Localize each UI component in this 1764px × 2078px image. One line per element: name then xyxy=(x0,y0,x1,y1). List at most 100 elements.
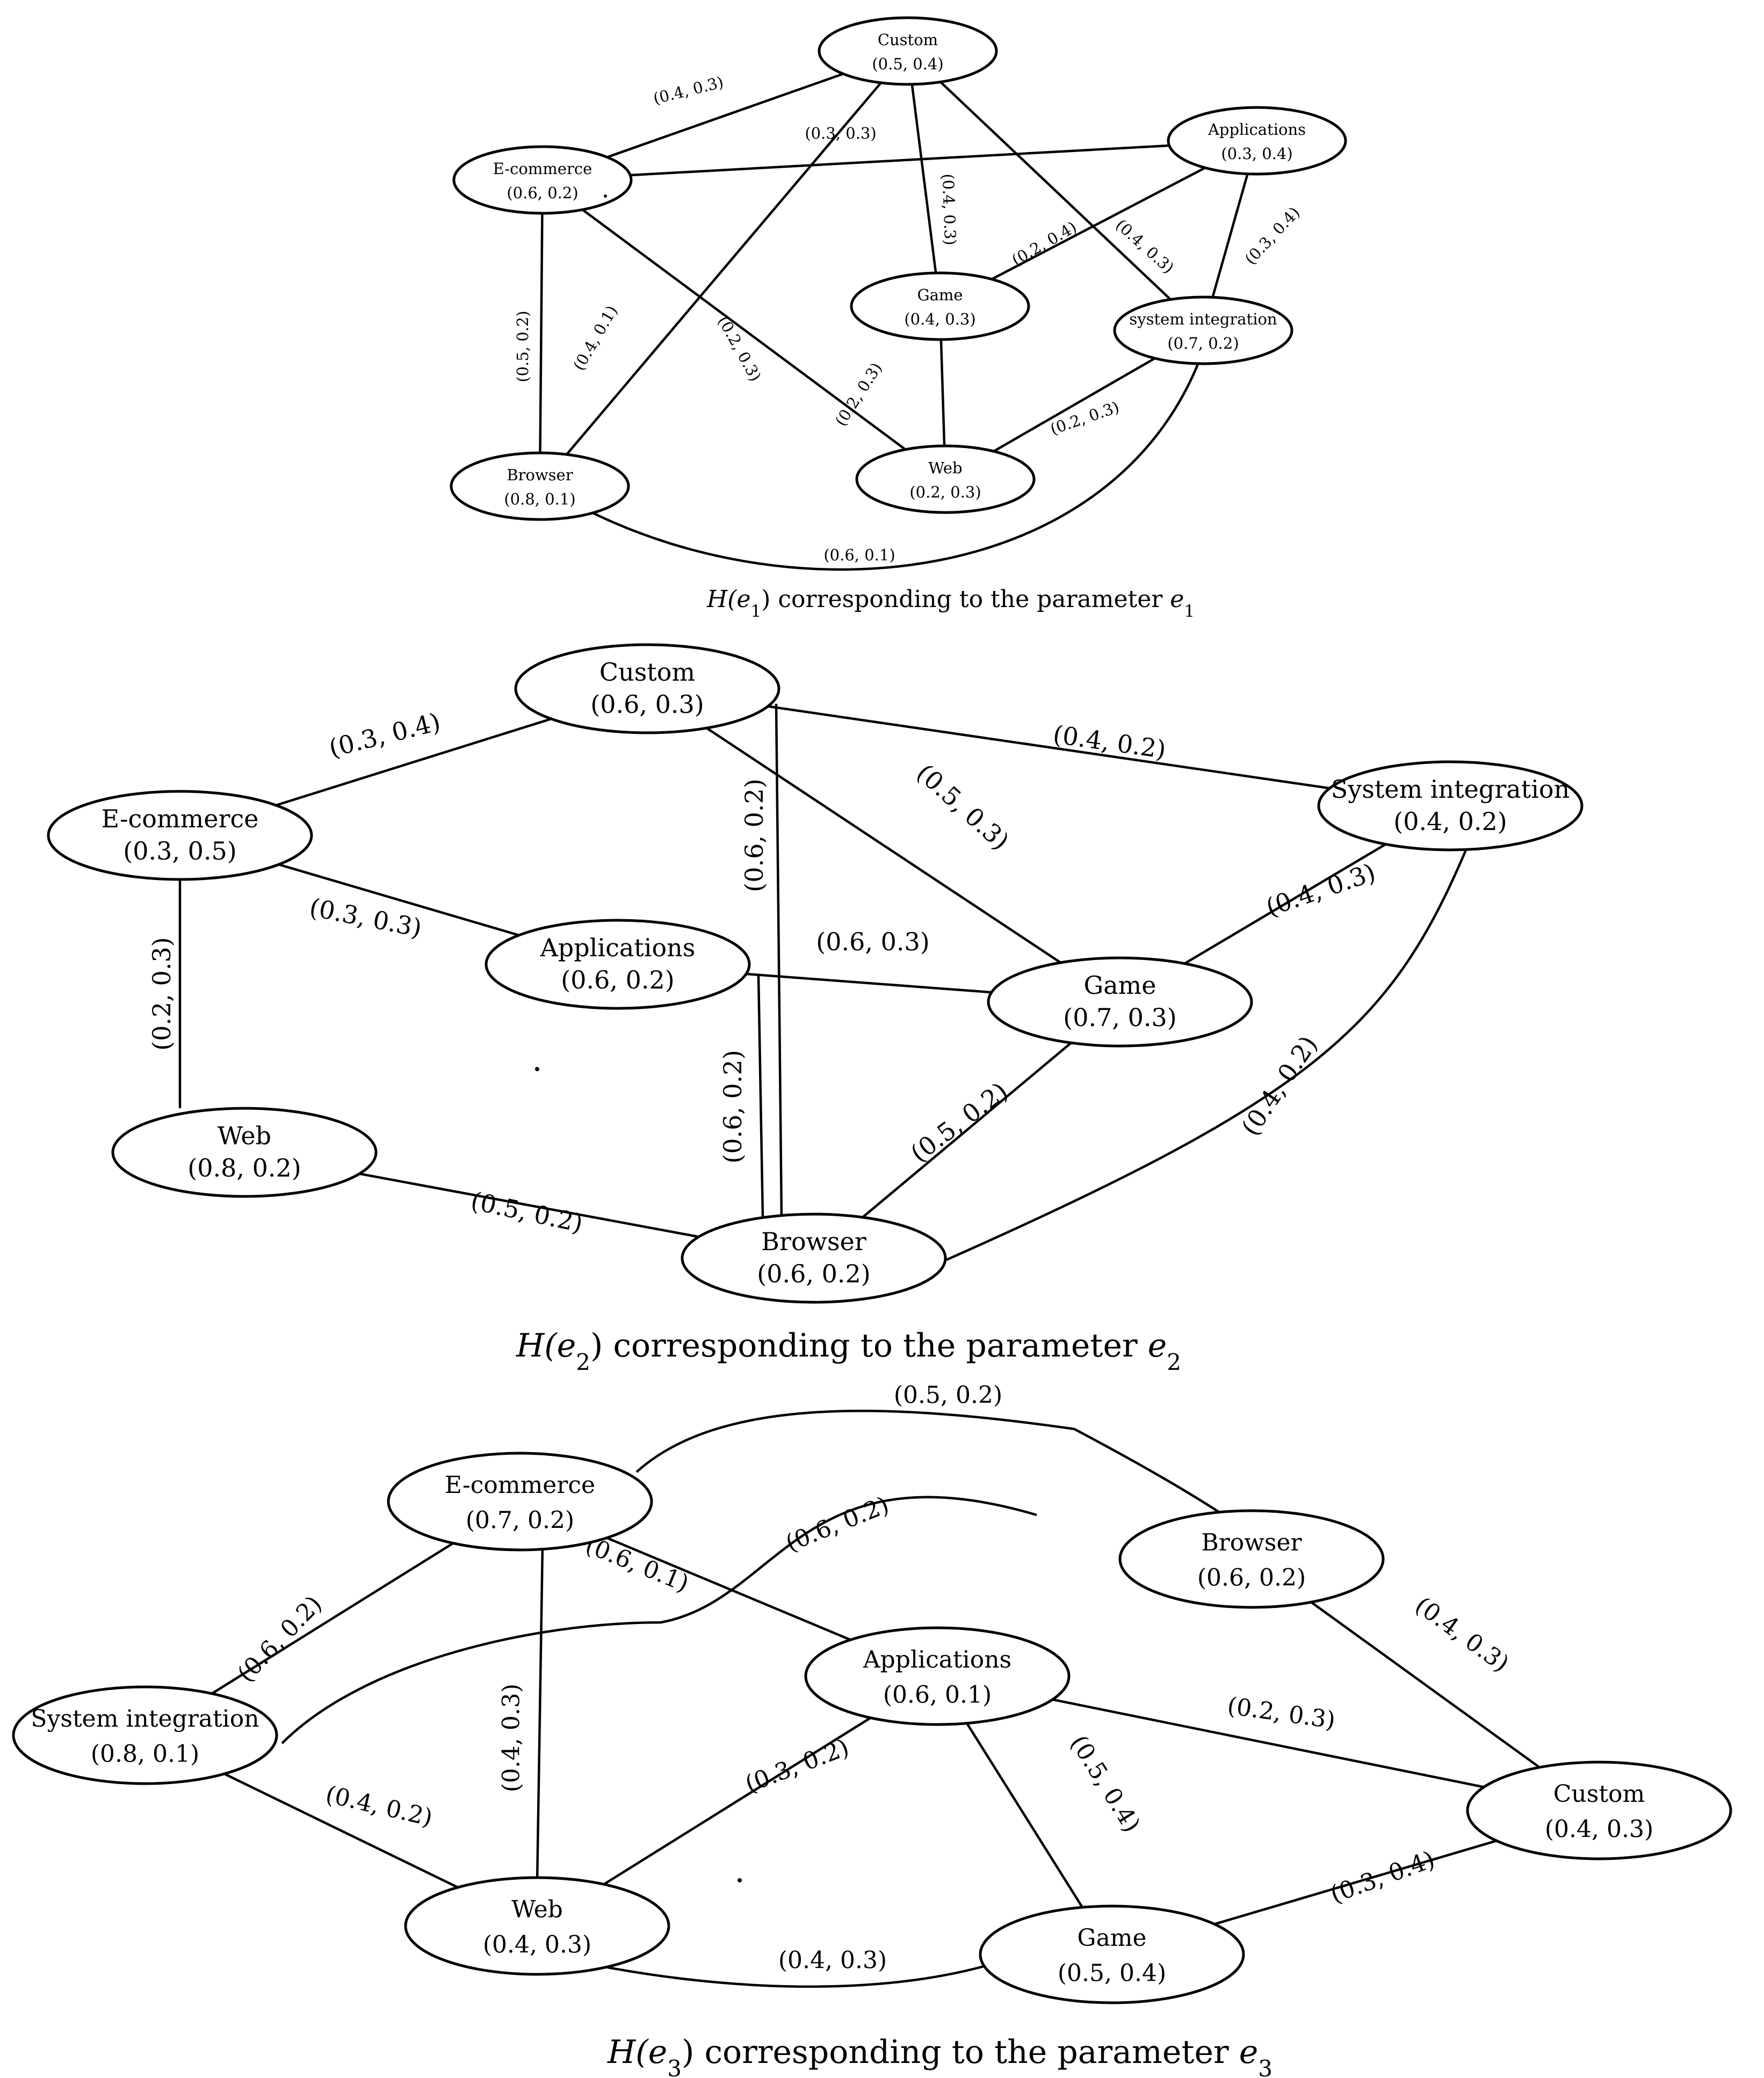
node-name: Browser xyxy=(1201,1529,1302,1556)
edge-label-game-applications: (0.2, 0.4) xyxy=(1009,218,1080,269)
node-ellipse xyxy=(111,1107,378,1198)
edge-game-browser xyxy=(813,1001,1121,1259)
edge-browser-custom xyxy=(539,50,909,487)
node-ellipse xyxy=(514,643,780,734)
nodes: Custom(0.5, 0.4)Applications(0.3, 0.4)E-… xyxy=(450,16,1347,521)
stray-dot xyxy=(535,1067,539,1071)
edge-label-custom-game: (0.5, 0.3) xyxy=(911,758,1015,856)
node-browser: Browser(0.8, 0.1) xyxy=(450,451,630,521)
node-value: (0.4, 0.3) xyxy=(904,310,975,328)
node-name: System integration xyxy=(1331,775,1570,804)
node-value: (0.8, 0.2) xyxy=(187,1153,301,1182)
edge-custom-browser xyxy=(775,703,783,1219)
graph-caption: H(e2) corresponding to the parameter e2 xyxy=(516,1327,1181,1375)
edge-sysint-browser xyxy=(281,1496,1037,1744)
edge-label-game-sysint: (0.4, 0.3) xyxy=(1262,857,1379,922)
edge-label-web-game: (0.2, 0.3) xyxy=(832,359,886,429)
node-name: Applications xyxy=(540,933,696,962)
node-name: Applications xyxy=(863,1646,1011,1673)
node-sysint: system integration(0.7, 0.2) xyxy=(1113,295,1293,365)
edge-label-browser-custom: (0.4, 0.3) xyxy=(1410,1591,1514,1677)
node-name: E-commerce xyxy=(445,1471,595,1499)
node-name: system integration xyxy=(1129,310,1277,328)
node-ellipse xyxy=(1466,1760,1732,1860)
node-ellipse xyxy=(850,271,1030,341)
edge-ecommerce-applications xyxy=(542,139,1257,182)
edge-ecommerce-web xyxy=(536,1547,544,1884)
edge-label-sysint-web: (0.4, 0.2) xyxy=(323,1780,435,1831)
edge-label-browser-sysint: (0.4, 0.2) xyxy=(1235,1030,1323,1141)
node-ecommerce: E-commerce(0.7, 0.2) xyxy=(387,1452,653,1552)
edge-label-web-browser: (0.5, 0.2) xyxy=(468,1186,585,1238)
edge-label-custom-game: (0.4, 0.3) xyxy=(939,174,960,246)
node-ellipse xyxy=(1167,106,1347,176)
edge-ecommerce-browser xyxy=(635,1409,1220,1513)
edge-label-ecommerce-applications: (0.3, 0.3) xyxy=(307,892,424,942)
edge-label-custom-sysint: (0.4, 0.3) xyxy=(1112,215,1177,277)
edge-label-web-game: (0.4, 0.3) xyxy=(778,1947,887,1974)
node-name: Custom xyxy=(599,658,695,687)
edge-label-applications-game: (0.5, 0.4) xyxy=(1065,1730,1145,1837)
node-applications: Applications (0.6, 0.1) xyxy=(804,1626,1071,1726)
node-ellipse xyxy=(387,1452,653,1552)
node-value: (0.8, 0.1) xyxy=(504,490,575,508)
node-value: (0.5, 0.4) xyxy=(1058,1960,1166,1987)
node-name: Custom xyxy=(1553,1780,1645,1808)
node-ellipse xyxy=(450,451,630,521)
edge-label-ecommerce-custom: (0.3, 0.4) xyxy=(326,707,443,763)
graph-caption: H(e1) corresponding to the parameter e1 xyxy=(706,586,1195,621)
edge-label-ecommerce-web: (0.4, 0.3) xyxy=(498,1684,525,1792)
node-custom: Custom(0.6, 0.3) xyxy=(514,643,780,734)
edge-label-browser-sysint: (0.6, 0.1) xyxy=(823,546,895,564)
node-web: Web(0.8, 0.2) xyxy=(111,1107,378,1198)
node-browser: Browser (0.6, 0.2) xyxy=(1118,1509,1385,1609)
node-ellipse xyxy=(404,1876,670,1976)
edge-label-ecommerce-applications: (0.3, 0.3) xyxy=(805,124,876,142)
node-value: (0.4, 0.2) xyxy=(1393,807,1507,836)
edge-browser-sysint xyxy=(946,848,1468,1261)
edge-label-ecommerce-web: (0.2, 0.3) xyxy=(714,313,765,384)
node-value: (0.6, 0.2) xyxy=(1197,1564,1306,1592)
graph-caption: H(e3) corresponding to the parameter e3 xyxy=(607,2033,1273,2078)
node-ellipse xyxy=(681,1213,947,1304)
node-ellipse xyxy=(12,1685,278,1785)
node-value: (0.3, 0.5) xyxy=(123,836,236,865)
node-sysint: System integration(0.8, 0.1) xyxy=(12,1685,278,1785)
graph-h-e2: (0.3, 0.4) (0.4, 0.2) (0.5, 0.3) (0.6, 0.2)… xyxy=(47,643,1584,1375)
node-ellipse xyxy=(485,919,751,1010)
node-ellipse xyxy=(979,1904,1245,2004)
node-value: (0.7, 0.3) xyxy=(1063,1003,1176,1032)
edge-label-custom-sysint: (0.4, 0.2) xyxy=(1051,720,1168,764)
node-name: Browser xyxy=(761,1227,866,1256)
node-name: Game xyxy=(1077,1924,1146,1952)
edge-label-ecommerce-browser: (0.5, 0.2) xyxy=(514,311,532,382)
node-ellipse xyxy=(1317,760,1584,852)
edge-label-applications-browser: (0.6, 0.2) xyxy=(718,1050,747,1163)
edge-custom-game xyxy=(646,688,1121,1003)
node-browser: Browser(0.6, 0.2) xyxy=(681,1213,947,1304)
edge-label-ecommerce-web: (0.2, 0.3) xyxy=(147,937,176,1050)
node-name: Applications xyxy=(1208,120,1306,139)
node-ellipse xyxy=(804,1626,1071,1726)
edge-label-sysint-ecommerce: (0.6, 0.2) xyxy=(232,1590,327,1687)
node-custom: Custom (0.4, 0.3) xyxy=(1466,1760,1732,1860)
node-name: Game xyxy=(1083,971,1156,1000)
node-value: (0.4, 0.3) xyxy=(1545,1816,1653,1843)
node-value: (0.5, 0.4) xyxy=(872,55,943,73)
node-game: Game (0.7, 0.3) xyxy=(987,956,1253,1048)
node-value: (0.2, 0.3) xyxy=(909,483,981,501)
edge-label-web-sysint: (0.2, 0.3) xyxy=(1048,398,1122,438)
edge-label-ecommerce-browser: (0.5, 0.2) xyxy=(894,1382,1002,1409)
edge-label-game-browser: (0.5, 0.2) xyxy=(905,1077,1013,1168)
edge-custom-game xyxy=(906,50,942,307)
node-name: Web xyxy=(511,1896,563,1923)
node-applications: Applications(0.6, 0.2) xyxy=(485,919,751,1010)
edge-label-sysint-browser: (0.6, 0.2) xyxy=(782,1491,893,1557)
node-ellipse xyxy=(855,444,1036,514)
edge-label-web-applications: (0.3, 0.2) xyxy=(741,1734,852,1798)
node-ellipse xyxy=(987,956,1253,1048)
node-ellipse xyxy=(1118,1509,1385,1609)
node-game: Game(0.4, 0.3) xyxy=(850,271,1030,341)
node-value: (0.6, 0.1) xyxy=(883,1682,992,1709)
node-web: Web(0.4, 0.3) xyxy=(404,1876,670,1976)
